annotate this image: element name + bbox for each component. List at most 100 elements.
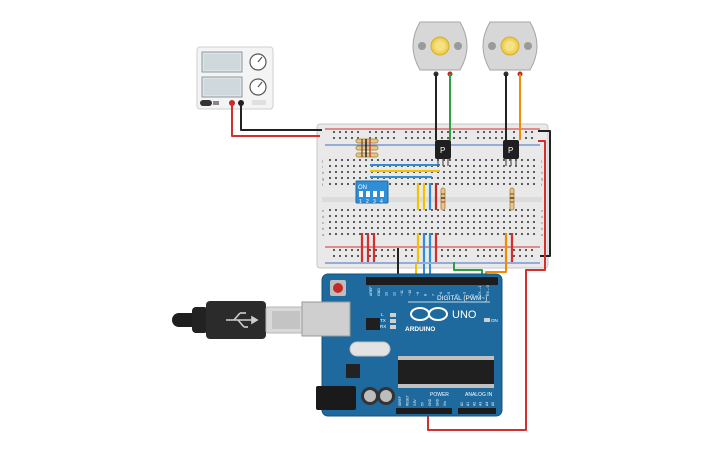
breadboard-hole[interactable]	[465, 255, 467, 257]
breadboard-hole[interactable]	[441, 249, 443, 251]
breadboard-hole[interactable]	[461, 215, 463, 217]
breadboard-hole[interactable]	[527, 159, 529, 161]
breadboard-hole[interactable]	[411, 131, 413, 133]
breadboard-hole[interactable]	[485, 171, 487, 173]
breadboard-hole[interactable]	[521, 209, 523, 211]
breadboard-hole[interactable]	[419, 215, 421, 217]
breadboard-hole[interactable]	[407, 233, 409, 235]
breadboard-hole[interactable]	[341, 227, 343, 229]
breadboard-hole[interactable]	[413, 209, 415, 211]
breadboard-hole[interactable]	[515, 221, 517, 223]
breadboard-hole[interactable]	[341, 165, 343, 167]
breadboard-hole[interactable]	[497, 215, 499, 217]
breadboard-hole[interactable]	[341, 171, 343, 173]
breadboard-hole[interactable]	[437, 215, 439, 217]
breadboard-hole[interactable]	[513, 255, 515, 257]
breadboard-hole[interactable]	[521, 177, 523, 179]
breadboard-hole[interactable]	[465, 131, 467, 133]
breadboard-hole[interactable]	[455, 221, 457, 223]
breadboard-hole[interactable]	[497, 221, 499, 223]
breadboard-hole[interactable]	[431, 183, 433, 185]
breadboard-hole[interactable]	[531, 255, 533, 257]
breadboard-hole[interactable]	[335, 221, 337, 223]
breadboard-hole[interactable]	[389, 233, 391, 235]
breadboard-hole[interactable]	[359, 165, 361, 167]
dc-motor-2[interactable]	[482, 21, 538, 77]
breadboard-hole[interactable]	[533, 177, 535, 179]
breadboard-hole[interactable]	[449, 209, 451, 211]
breadboard-hole[interactable]	[485, 165, 487, 167]
breadboard-hole[interactable]	[503, 165, 505, 167]
breadboard-hole[interactable]	[351, 137, 353, 139]
breadboard-hole[interactable]	[411, 255, 413, 257]
breadboard-hole[interactable]	[405, 131, 407, 133]
breadboard-hole[interactable]	[527, 227, 529, 229]
breadboard-hole[interactable]	[437, 233, 439, 235]
breadboard-hole[interactable]	[491, 221, 493, 223]
breadboard-hole[interactable]	[453, 137, 455, 139]
breadboard-hole[interactable]	[527, 177, 529, 179]
breadboard-hole[interactable]	[371, 227, 373, 229]
breadboard-hole[interactable]	[455, 215, 457, 217]
analog-header[interactable]	[458, 408, 496, 414]
breadboard-hole[interactable]	[353, 159, 355, 161]
breadboard-hole[interactable]	[359, 233, 361, 235]
breadboard-hole[interactable]	[455, 209, 457, 211]
breadboard-hole[interactable]	[335, 227, 337, 229]
breadboard-hole[interactable]	[401, 209, 403, 211]
breadboard-hole[interactable]	[359, 221, 361, 223]
breadboard-hole[interactable]	[401, 183, 403, 185]
breadboard-hole[interactable]	[437, 227, 439, 229]
breadboard-hole[interactable]	[347, 215, 349, 217]
breadboard-hole[interactable]	[455, 183, 457, 185]
breadboard-hole[interactable]	[405, 255, 407, 257]
breadboard-hole[interactable]	[527, 209, 529, 211]
breadboard-hole[interactable]	[479, 177, 481, 179]
breadboard-hole[interactable]	[423, 137, 425, 139]
breadboard-hole[interactable]	[509, 215, 511, 217]
breadboard-hole[interactable]	[431, 209, 433, 211]
breadboard-hole[interactable]	[347, 177, 349, 179]
breadboard-hole[interactable]	[393, 131, 395, 133]
breadboard-hole[interactable]	[519, 255, 521, 257]
power-supply[interactable]	[196, 46, 274, 110]
breadboard-hole[interactable]	[527, 233, 529, 235]
breadboard-hole[interactable]	[417, 131, 419, 133]
breadboard-hole[interactable]	[407, 221, 409, 223]
breadboard-hole[interactable]	[455, 159, 457, 161]
breadboard-hole[interactable]	[401, 227, 403, 229]
breadboard-hole[interactable]	[389, 221, 391, 223]
breadboard-hole[interactable]	[341, 233, 343, 235]
breadboard-hole[interactable]	[365, 233, 367, 235]
breadboard-hole[interactable]	[443, 171, 445, 173]
dc-motor-1[interactable]	[412, 21, 468, 77]
breadboard-hole[interactable]	[509, 209, 511, 211]
breadboard-hole[interactable]	[449, 177, 451, 179]
breadboard-hole[interactable]	[351, 249, 353, 251]
breadboard-hole[interactable]	[425, 215, 427, 217]
breadboard-hole[interactable]	[479, 221, 481, 223]
breadboard-hole[interactable]	[467, 159, 469, 161]
breadboard-hole[interactable]	[497, 159, 499, 161]
breadboard-hole[interactable]	[497, 209, 499, 211]
breadboard-hole[interactable]	[335, 171, 337, 173]
breadboard-hole[interactable]	[431, 221, 433, 223]
breadboard-hole[interactable]	[501, 137, 503, 139]
breadboard-hole[interactable]	[389, 227, 391, 229]
breadboard-hole[interactable]	[515, 209, 517, 211]
breadboard-hole[interactable]	[407, 183, 409, 185]
breadboard-hole[interactable]	[527, 171, 529, 173]
breadboard-hole[interactable]	[357, 137, 359, 139]
breadboard-hole[interactable]	[395, 221, 397, 223]
breadboard-hole[interactable]	[431, 233, 433, 235]
breadboard-hole[interactable]	[383, 233, 385, 235]
breadboard-hole[interactable]	[335, 159, 337, 161]
breadboard-hole[interactable]	[473, 159, 475, 161]
breadboard-hole[interactable]	[353, 171, 355, 173]
breadboard-hole[interactable]	[437, 221, 439, 223]
breadboard-hole[interactable]	[497, 165, 499, 167]
breadboard-hole[interactable]	[377, 221, 379, 223]
breadboard-hole[interactable]	[357, 255, 359, 257]
breadboard-hole[interactable]	[525, 249, 527, 251]
breadboard-hole[interactable]	[515, 183, 517, 185]
